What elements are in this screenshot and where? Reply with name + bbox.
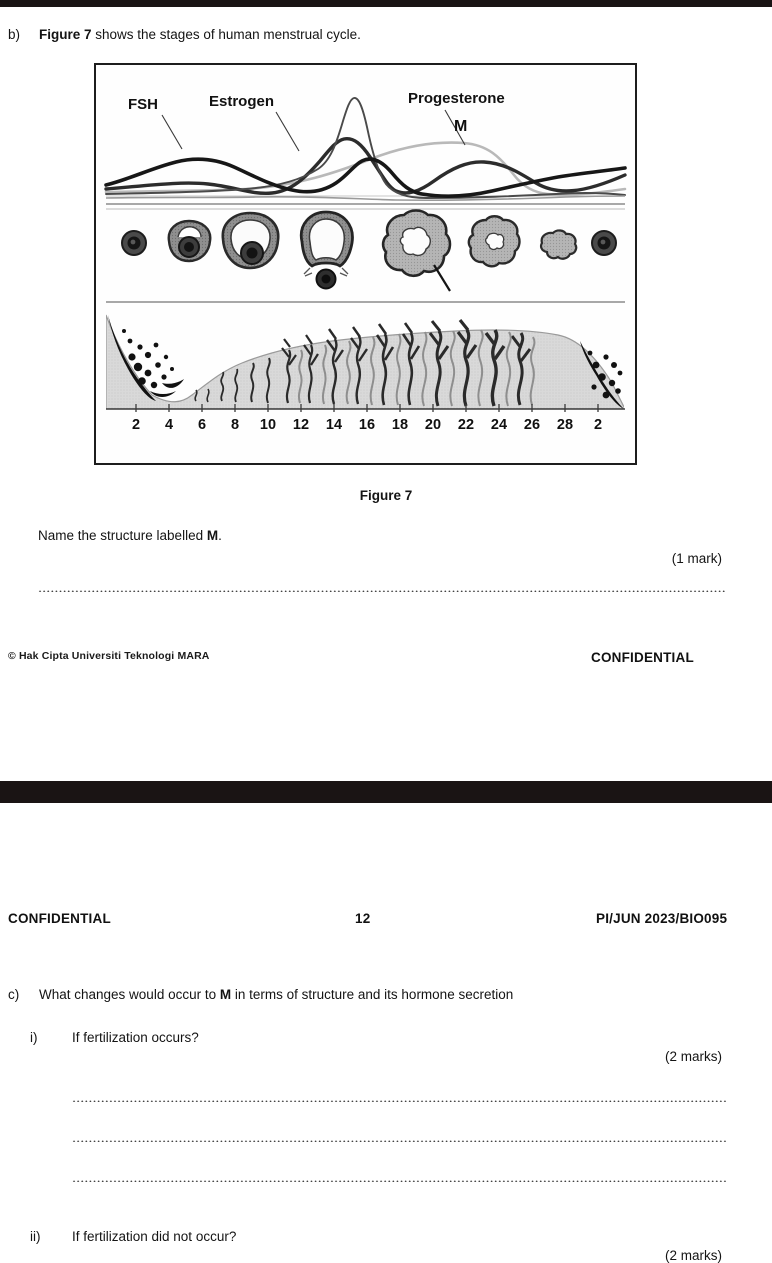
day-tick-2-0: 2	[132, 417, 140, 433]
page-separator-black-bar	[0, 781, 772, 803]
question-c-bold-token: M	[219, 987, 232, 1002]
ovarian-cycle-panel: M	[121, 118, 617, 292]
answer-line-c-i-3[interactable]	[72, 1179, 726, 1182]
question-c-text-before: What changes would occur to	[39, 987, 220, 1002]
answer-line-b-1[interactable]	[38, 589, 726, 592]
menstrual-shedding-right	[580, 341, 624, 409]
follicle-secondary	[221, 211, 280, 270]
name-structure-prompt: Name the structure labelled M.	[38, 527, 718, 545]
corpus-luteum-M	[381, 209, 452, 292]
day-tick-14-6: 14	[326, 417, 342, 433]
estrogen-label: Estrogen	[209, 93, 274, 110]
fsh-curve	[104, 157, 627, 198]
fsh-label: FSH	[128, 96, 158, 113]
corpus-luteum-regressing	[467, 215, 521, 268]
figure-7-box: FSH Estrogen Progesterone	[94, 63, 637, 465]
baseline-curve	[105, 195, 626, 202]
day-tick-26-12: 26	[524, 417, 540, 433]
answer-line-c-i-1[interactable]	[72, 1099, 726, 1102]
prompt-text-after: .	[218, 528, 222, 543]
day-tick-2-14: 2	[594, 417, 602, 433]
question-c-label: c)	[8, 987, 20, 1002]
corpus-albicans	[539, 229, 578, 260]
sub-i-label: i)	[30, 1030, 38, 1045]
day-tick-6-2: 6	[198, 417, 206, 433]
footer-confidential: CONFIDENTIAL	[591, 650, 694, 665]
fsh-leader-line	[161, 114, 183, 150]
day-tick-marks	[135, 404, 599, 412]
follicle-primordial-1	[121, 230, 147, 256]
day-tick-20-9: 20	[425, 417, 441, 433]
question-b-stem-bold: Figure 7	[39, 27, 92, 42]
figure-7-graphic: FSH Estrogen Progesterone	[104, 90, 627, 433]
progesterone-label: Progesterone	[408, 90, 505, 107]
header-confidential: CONFIDENTIAL	[8, 911, 111, 926]
prompt-text-before: Name the structure labelled	[38, 528, 207, 543]
lh-curve	[105, 97, 626, 199]
sub-ii-label: ii)	[30, 1229, 41, 1244]
endometrium-panel	[106, 314, 624, 409]
estrogen-leader-line	[275, 111, 300, 152]
question-b-label: b)	[8, 27, 21, 42]
day-tick-8-3: 8	[231, 417, 239, 433]
estrogen-curve	[104, 137, 627, 196]
figure-7-caption: Figure 7	[359, 488, 413, 503]
m-leader-line	[433, 264, 451, 292]
header-page-number: 12	[355, 911, 371, 926]
day-tick-10-4: 10	[260, 417, 276, 433]
prompt-bold-token: M	[206, 528, 219, 543]
day-tick-16-7: 16	[359, 417, 375, 433]
structure-label-M: M	[454, 118, 467, 135]
day-tick-12-5: 12	[293, 417, 309, 433]
footer-copyright: © Hak Cipta Universiti Teknologi MARA	[8, 650, 210, 662]
hormone-curve-panel: FSH Estrogen Progesterone	[104, 90, 627, 202]
day-tick-18-8: 18	[392, 417, 408, 433]
marks-sub-ii: (2 marks)	[665, 1248, 722, 1263]
day-tick-24-11: 24	[491, 417, 507, 433]
follicle-primary	[167, 219, 212, 263]
menstrual-shedding-left	[108, 315, 184, 401]
follicle-graafian-ovulation	[299, 210, 354, 290]
header-paper-code: PI/JUN 2023/BIO095	[596, 911, 728, 926]
marks-1-mark: (1 mark)	[671, 551, 722, 566]
marks-sub-i: (2 marks)	[665, 1049, 722, 1064]
day-tick-28-13: 28	[557, 417, 573, 433]
question-b-stem-rest: shows the stages of human menstrual cycl…	[91, 27, 361, 42]
answer-line-c-i-2[interactable]	[72, 1139, 726, 1142]
day-tick-4-1: 4	[165, 417, 173, 433]
page-top-black-bar	[0, 0, 772, 7]
sub-i-text: If fertilization occurs?	[72, 1030, 199, 1045]
question-c-stem: What changes would occur to M in terms o…	[39, 986, 739, 1004]
question-c-text-after: in terms of structure and its hormone se…	[231, 987, 514, 1002]
question-b-stem: Figure 7 shows the stages of human menst…	[39, 26, 729, 44]
follicle-primordial-2	[591, 230, 617, 256]
progesterone-leader-line	[444, 109, 466, 146]
sub-ii-text: If fertilization did not occur?	[72, 1229, 237, 1244]
endometrial-glands	[194, 319, 536, 407]
day-tick-22-10: 22	[458, 417, 474, 433]
